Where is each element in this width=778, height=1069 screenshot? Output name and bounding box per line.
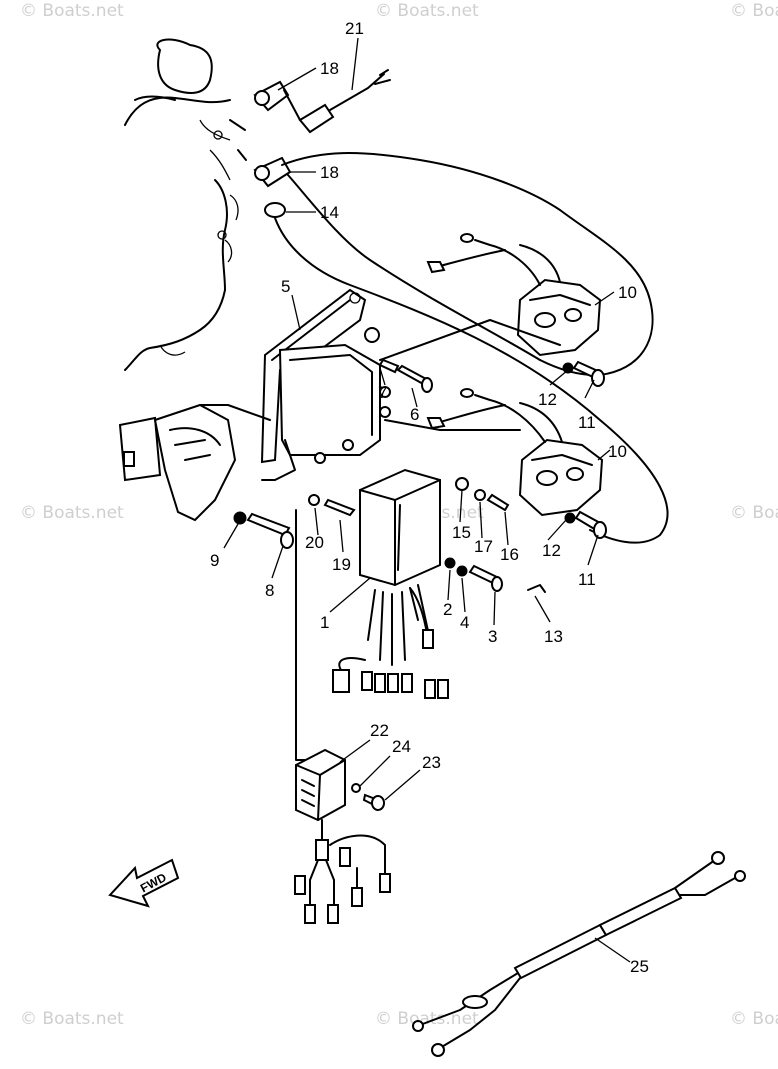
callout-19: 19 xyxy=(332,555,351,574)
callout-14: 14 xyxy=(320,203,339,222)
watermark-text: © Boats.net xyxy=(375,1,479,21)
callout-15: 15 xyxy=(452,523,471,542)
watermark-text: © Boats.net xyxy=(20,1009,124,1029)
callout-11: 11 xyxy=(578,413,596,432)
callout-6: 6 xyxy=(410,405,419,424)
callout-20: 20 xyxy=(305,533,324,552)
callout-13: 13 xyxy=(544,627,563,646)
callouts: 21 18 18 14 5 10 7 6 12 11 10 15 17 16 1… xyxy=(210,19,649,976)
callout-3: 3 xyxy=(488,627,497,646)
watermark-text: © Boats.net xyxy=(730,1,778,21)
ignition-coil-lower xyxy=(426,388,604,517)
starter-switch xyxy=(118,403,271,522)
cdi-fasteners xyxy=(308,358,546,593)
callout-24: 24 xyxy=(392,737,411,756)
callout-16: 16 xyxy=(500,545,519,564)
callout-21: 21 xyxy=(345,19,364,38)
engine-outline xyxy=(124,38,247,371)
watermarks: © Boats.net © Boats.net © Boats.net © Bo… xyxy=(20,1,778,1029)
leader-lines xyxy=(223,37,631,963)
plug-caps xyxy=(253,69,669,544)
callout-1: 1 xyxy=(320,613,329,632)
ignition-coil-upper xyxy=(426,233,602,357)
watermark-text: © Boats.net xyxy=(730,503,778,523)
callout-18: 18 xyxy=(320,59,339,78)
callout-18: 18 xyxy=(320,163,339,182)
callout-10: 10 xyxy=(618,283,637,302)
bracket xyxy=(260,288,561,481)
watermark-text: © Boats.net xyxy=(375,1009,479,1029)
watermark-text: © Boats.net xyxy=(20,503,124,523)
callout-4: 4 xyxy=(460,613,469,632)
watermark-text: © Boats.net xyxy=(730,1009,778,1029)
wire-harness xyxy=(412,851,746,1057)
callout-17: 17 xyxy=(474,537,493,556)
callout-10: 10 xyxy=(608,442,627,461)
rectifier xyxy=(294,509,391,924)
watermark-text: © Boats.net xyxy=(20,1,124,21)
coil-fasteners xyxy=(562,360,607,539)
callout-25: 25 xyxy=(630,957,649,976)
callout-8: 8 xyxy=(265,581,274,600)
callout-12: 12 xyxy=(542,541,561,560)
bolts-left xyxy=(233,511,294,549)
callout-5: 5 xyxy=(281,277,290,296)
callout-23: 23 xyxy=(422,753,441,772)
fwd-arrow-icon: FWD xyxy=(108,858,180,908)
callout-11: 11 xyxy=(578,570,596,589)
callout-22: 22 xyxy=(370,721,389,740)
callout-2: 2 xyxy=(443,600,452,619)
callout-7: 7 xyxy=(378,383,387,402)
cdi-unit xyxy=(332,468,449,699)
callout-12: 12 xyxy=(538,390,557,409)
callout-9: 9 xyxy=(210,551,219,570)
